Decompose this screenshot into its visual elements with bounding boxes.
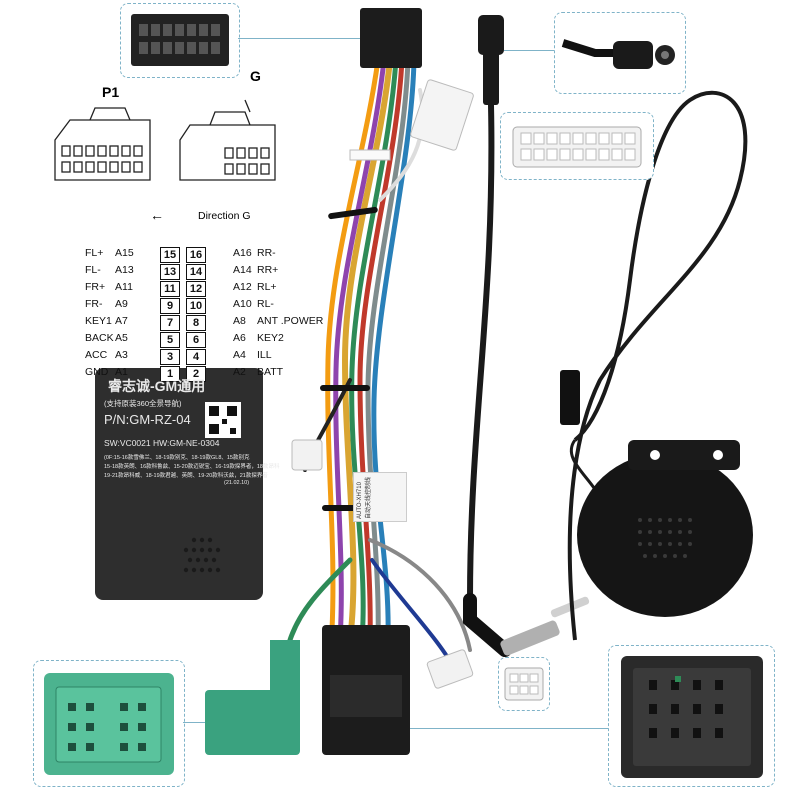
black-connector-closeup [621,656,763,778]
antenna-wire-label: AUTO-XH710 自动天线控制线 [353,472,407,522]
module-versions: SW:VC0021 HW:GM-NE-0304 [104,438,220,448]
pinout-row: GND A1 1 2 A2 BATT [85,364,325,382]
pinout-row: FR+ A11 11 12 A12 RL+ [85,279,325,297]
leader-line [410,728,608,729]
pinout-row: FL- A13 13 14 A14 RR+ [85,262,325,280]
left-pin-id: A13 [115,264,134,276]
pin-number: 14 [186,264,206,280]
wire-label-line: 自动天线控制线 [366,476,372,519]
left-signal: GND [85,366,109,378]
pin-number: 12 [186,281,206,297]
inset-white-connector [500,112,654,180]
inset-antenna-plug [554,12,686,94]
g-label: G [250,68,261,84]
module-fine-print: 15-18款英朗、16款科鲁兹、15-20款迈锐宝、16-19款探界者，18款昂… [104,464,280,470]
left-pin-id: A15 [115,247,134,259]
white-connector-closeup [512,126,642,168]
plug-illustration [131,14,229,66]
left-pin-id: A7 [115,315,128,327]
antenna-plug [478,15,504,55]
pin-number: 1 [160,366,180,382]
right-signal: BATT [257,366,284,378]
pin-number: 10 [186,298,206,314]
left-pin-id: A1 [115,366,128,378]
leader-line [238,38,360,39]
pinout-row: FR- A9 9 10 A10 RL- [85,296,325,314]
pinout-row: KEY1 A7 7 8 A8 ANT .POWER [85,313,325,331]
harness-top-connector [360,8,422,68]
pinout-table: FL+ A15 15 16 A16 RR- FL- A13 13 14 A14 … [85,245,325,382]
pin-number: 5 [160,332,180,348]
left-pin-id: A5 [115,332,128,344]
left-signal: ACC [85,349,108,361]
pin-number: 3 [160,349,180,365]
module-subtitle: (支持原装360全景导航) [104,399,182,408]
inset-white-small-connector [498,657,550,711]
left-signal: KEY1 [85,315,112,327]
right-signal: KEY2 [257,332,284,344]
right-pin-id: A8 [233,315,246,327]
right-pin-id: A10 [233,298,252,310]
pinout-row: BACK A5 5 6 A6 KEY2 [85,330,325,348]
pin-number: 2 [186,366,206,382]
pin-number: 7 [160,315,180,331]
left-pin-id: A3 [115,349,128,361]
right-pin-id: A12 [233,281,252,293]
right-signal: ANT .POWER [257,315,324,327]
right-signal: ILL [257,349,272,361]
inset-green-connector [33,660,185,787]
right-signal: RL+ [257,281,277,293]
module-part-number: P/N:GM-RZ-04 [104,412,191,427]
pin-number: 16 [186,247,206,263]
right-pin-id: A2 [233,366,246,378]
right-signal: RL- [257,298,274,310]
right-signal: RR+ [257,264,279,276]
inset-black-connector [608,645,775,787]
right-pin-id: A6 [233,332,246,344]
right-pin-id: A14 [233,264,252,276]
left-signal: BACK [85,332,114,344]
left-signal: FL+ [85,247,104,259]
direction-arrow-icon: ← [150,207,164,223]
pin-number: 6 [186,332,206,348]
module-fine-print: (0F:15-16款雪佛兰、18-19款别克、18-19款GL8、15款别克 [104,455,250,461]
leader-line [504,50,554,51]
right-pin-id: A4 [233,349,246,361]
module-date: (21.02.10) [224,480,250,486]
connector-line-drawings [54,99,276,181]
left-signal: FR- [85,298,103,310]
pin-number: 9 [160,298,180,314]
left-signal: FL- [85,264,101,276]
pin-number: 4 [186,349,206,365]
left-pin-id: A9 [115,298,128,310]
microphone-body [577,453,753,617]
wire-label-line: AUTO-XH710 [357,482,363,519]
pin-number: 15 [160,247,180,263]
pinout-row: FL+ A15 15 16 A16 RR- [85,245,325,263]
module-fine-print: 19-21款昂科威、18-19款君越、英朗、19-20款科沃兹，21款探界者 [104,473,268,479]
right-pin-id: A16 [233,247,252,259]
green-connector [205,690,300,755]
green-connector-closeup [44,673,174,775]
pin-number: 11 [160,281,180,297]
pin-number: 13 [160,264,180,280]
inset-harness-plug [120,3,240,78]
small-connector-closeup [504,667,544,701]
module-title: 睿志诚-GM通用 [108,378,206,394]
pin-number: 8 [186,315,206,331]
left-signal: FR+ [85,281,106,293]
leader-line [183,722,205,723]
p1-label: P1 [102,84,120,100]
right-signal: RR- [257,247,276,259]
antenna-plug-closeup [561,39,675,69]
pinout-row: ACC A3 3 4 A4 ILL [85,347,325,365]
direction-label: Direction G [198,210,251,222]
left-pin-id: A11 [115,281,133,293]
